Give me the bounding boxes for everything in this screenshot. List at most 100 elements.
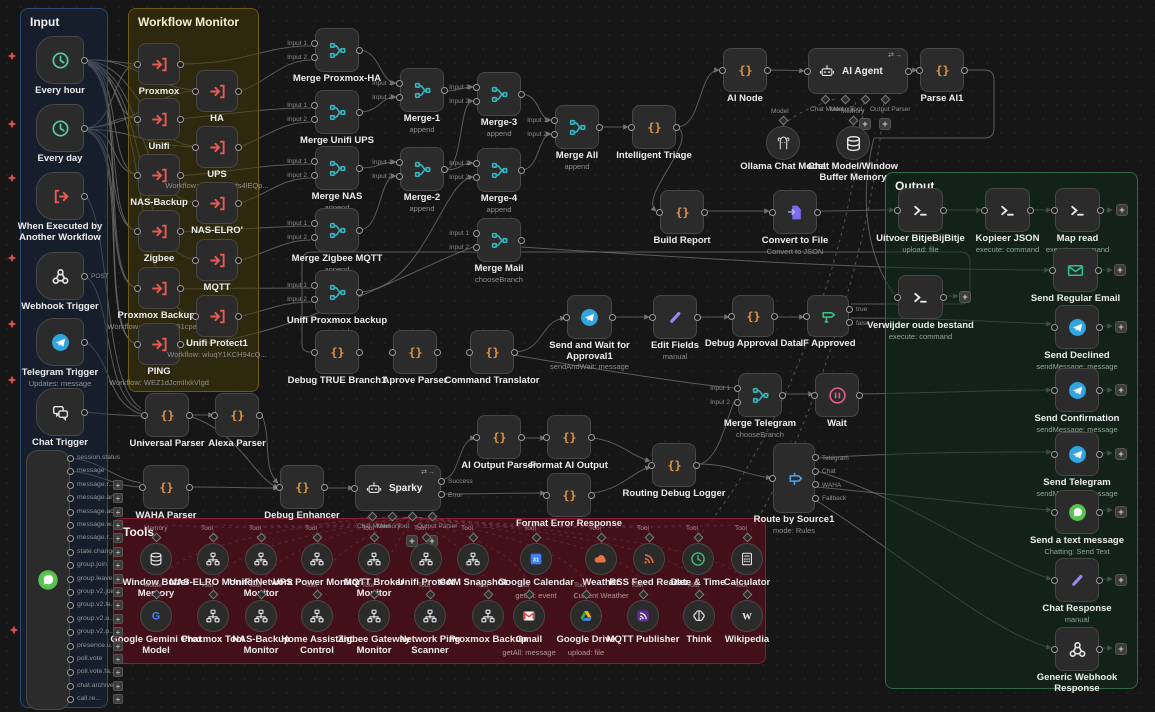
ai-output-parser-input-port[interactable] [473, 433, 480, 441]
monitor-unifi-input-port[interactable] [134, 115, 141, 123]
ai-agent-input-port[interactable] [804, 67, 811, 75]
monitor-unifi-protect1-input-port[interactable] [192, 312, 199, 320]
alexa-parser-output-port[interactable] [256, 411, 263, 419]
waha-event-port[interactable] [67, 508, 74, 516]
route-by-source1-output-port[interactable] [812, 454, 819, 462]
every-hour-trigger-output-port[interactable] [81, 56, 88, 64]
merge-unifi-proxmox-backup-output-port[interactable] [356, 288, 363, 296]
debug-approval-data[interactable]: {} [732, 295, 774, 337]
merge-2-input-port[interactable] [396, 172, 403, 180]
routing-debug-logger-output-port[interactable] [693, 461, 700, 469]
merge-2-output-port[interactable] [441, 165, 448, 173]
edit-fields[interactable] [653, 295, 697, 339]
waha-event-add-button[interactable]: + [113, 479, 123, 490]
monitor-mqtt-output-port[interactable] [235, 256, 242, 264]
ai-node[interactable]: {} [723, 48, 767, 92]
send-and-wait-approval1[interactable] [567, 295, 612, 339]
ai-node-output-port[interactable] [764, 66, 771, 74]
send-a-text-message[interactable] [1055, 490, 1099, 534]
waha-event-port[interactable] [67, 575, 74, 583]
sparky-agent-output-port[interactable] [438, 491, 445, 499]
monitor-proxmox-backup1[interactable] [138, 267, 180, 309]
parse-ai1-output-port[interactable] [961, 66, 968, 74]
waha-event-port[interactable] [67, 522, 74, 529]
tool-rss-feed-reader[interactable] [633, 543, 665, 575]
edit-fields-input-port[interactable] [649, 313, 656, 321]
waha-event-add-button[interactable]: + [113, 627, 123, 638]
monitor-ups-input-port[interactable] [192, 143, 199, 151]
send-a-text-message-input-port[interactable] [1051, 508, 1058, 516]
monitor-nas-elro-input-port[interactable] [192, 199, 199, 207]
tool-zigbee-gateway-monitor[interactable] [358, 600, 390, 632]
debug-true-branch1-input-port[interactable] [311, 348, 318, 356]
waha-event-add-button[interactable]: + [113, 600, 123, 611]
merge-all-output-port[interactable] [596, 123, 603, 131]
parse-ai1[interactable]: {} [920, 48, 964, 92]
command-translator-input-port[interactable] [466, 348, 473, 356]
tool-proxmox-tool[interactable] [197, 600, 229, 632]
telegram-trigger-output-port[interactable] [81, 338, 88, 346]
merge-unifi-ups-output-port[interactable] [356, 108, 363, 116]
monitor-proxmox-backup1-output-port[interactable] [177, 284, 184, 292]
ai-agent[interactable]: AI Agent⇄→ [808, 48, 908, 94]
convert-to-file[interactable] [773, 190, 817, 234]
ai-agent-port-tool[interactable] [860, 94, 871, 105]
merge-3-input-port[interactable] [473, 97, 480, 105]
tool-window-buffer-memory[interactable] [140, 543, 172, 575]
wait-output-port[interactable] [856, 391, 863, 399]
generic-webhook-response-add-button[interactable]: + [1115, 643, 1127, 655]
chat-response-output-port[interactable] [1096, 576, 1103, 584]
waha-event-add-button[interactable]: + [113, 654, 123, 664]
format-ai-output-output-port[interactable] [588, 433, 595, 441]
sparky-agent-input-port[interactable] [351, 484, 358, 492]
routing-debug-logger[interactable]: {} [652, 443, 696, 487]
tool-mqtt-broker-monitor[interactable] [358, 543, 390, 575]
monitor-ha-output-port[interactable] [235, 87, 242, 95]
debug-enhancer[interactable]: {} [280, 465, 324, 509]
merge-nas-output-port[interactable] [356, 164, 363, 172]
tool-gmail[interactable] [513, 600, 545, 632]
if-approved-input-port[interactable] [803, 312, 810, 320]
verwijder-oude-bestand-input-port[interactable] [894, 293, 901, 301]
route-by-source1-output-port[interactable] [812, 467, 819, 475]
merge-all-input-port[interactable] [551, 130, 558, 138]
merge-all-input-port[interactable] [551, 116, 558, 124]
universal-parser-input-port[interactable] [141, 411, 148, 419]
build-report-output-port[interactable] [701, 208, 708, 216]
chat-response[interactable] [1055, 558, 1099, 602]
every-day-trigger-output-port[interactable] [81, 124, 88, 132]
merge-nas-input-port[interactable] [311, 171, 318, 179]
merge-zigbee-mqtt-input-port[interactable] [311, 219, 318, 227]
tool-calculator[interactable] [731, 543, 763, 575]
waha-event-add-button[interactable]: + [113, 546, 123, 557]
ollama-chat-model[interactable] [766, 126, 800, 160]
send-regular-email-add-button[interactable]: + [1114, 264, 1126, 276]
merge-4[interactable] [477, 148, 521, 192]
send-declined[interactable] [1055, 305, 1099, 349]
monitor-proxmox[interactable] [138, 43, 180, 85]
merge-mail-input-port[interactable] [473, 243, 480, 251]
merge-telegram[interactable] [738, 373, 782, 417]
merge-1-output-port[interactable] [441, 86, 448, 94]
format-error-response[interactable]: {} [547, 473, 591, 517]
merge-unifi-proxmox-backup-input-port[interactable] [311, 281, 318, 289]
waha-event-port[interactable] [67, 548, 74, 556]
intelligent-triage-input-port[interactable] [628, 123, 635, 131]
verwijder-oude-bestand-output-port[interactable] [940, 293, 947, 301]
monitor-unifi-protect1-output-port[interactable] [235, 312, 242, 320]
parse-ai1-input-port[interactable] [916, 66, 923, 74]
executed-by-workflow-trigger-output-port[interactable] [81, 192, 88, 200]
waha-parser-input-port[interactable] [139, 483, 146, 491]
merge-zigbee-mqtt[interactable] [315, 208, 359, 252]
aprove-parser-input-port[interactable] [389, 348, 396, 356]
waha-event-port[interactable] [67, 642, 74, 650]
monitor-zigbee-input-port[interactable] [134, 227, 141, 235]
merge-1[interactable] [400, 68, 444, 112]
merge-mail-output-port[interactable] [518, 236, 525, 244]
merge-3-output-port[interactable] [518, 90, 525, 98]
ai-agent-port-memory[interactable] [840, 94, 851, 105]
waha-event-port[interactable] [67, 589, 74, 596]
convert-to-file-input-port[interactable] [769, 208, 776, 216]
waha-event-add-button[interactable]: + [113, 694, 123, 705]
webhook-trigger[interactable] [36, 252, 84, 300]
